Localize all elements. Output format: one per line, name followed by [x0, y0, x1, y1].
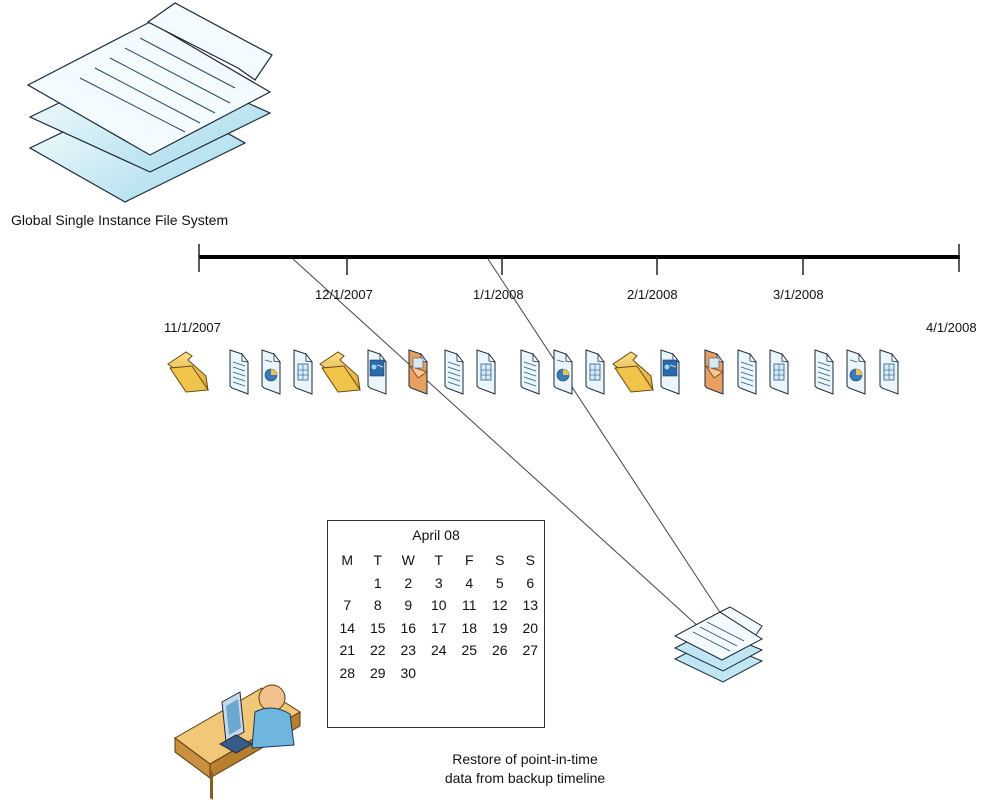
- timeline-tick-label: 3/1/2008: [773, 287, 824, 302]
- calendar-weekday: S: [495, 552, 505, 568]
- calendar-day: 19: [491, 619, 508, 636]
- calendar-day: 22: [369, 642, 386, 658]
- calendar-day: 20: [522, 619, 539, 636]
- timeline-tick-label: 11/1/2007: [164, 320, 221, 335]
- calendar-day: 9: [404, 597, 413, 613]
- user-at-desk-icon: [174, 684, 301, 800]
- presentation-icon: [660, 349, 680, 395]
- calendar-weekday: F: [464, 552, 474, 568]
- document-icon: [520, 349, 540, 395]
- calendar-weekday: T: [434, 552, 444, 568]
- calendar-day: 4: [465, 574, 474, 591]
- calendar-day: 5: [495, 574, 504, 591]
- folder-icon: [319, 351, 361, 393]
- calendar-day: 30: [400, 664, 417, 681]
- restore-caption: Restore of point-in-time data from backu…: [420, 750, 630, 788]
- spreadsheet-icon: [769, 349, 789, 395]
- calendar-day: [485, 662, 516, 685]
- chart-document-icon: [553, 349, 573, 395]
- calendar-day: 14: [339, 619, 356, 636]
- calendar-day: 15: [369, 619, 386, 636]
- caption-line: Restore of point-in-time: [452, 751, 598, 767]
- timeline: [198, 244, 960, 275]
- calendar-day: 21: [339, 642, 356, 658]
- spreadsheet-icon: [585, 349, 605, 395]
- spreadsheet-icon: [879, 349, 899, 395]
- calendar-day: [454, 662, 485, 685]
- calendar-weekday: M: [341, 552, 354, 568]
- calendar-day: 6: [526, 574, 535, 591]
- restore-connector-lines: [292, 258, 726, 629]
- calendar-day: [515, 662, 546, 685]
- calendar-day: 3: [434, 574, 443, 591]
- calendar-day: 13: [522, 597, 539, 613]
- calendar-day: 24: [430, 642, 447, 658]
- timeline-tick-label: 4/1/2008: [926, 320, 977, 335]
- calendar-weekday: W: [401, 552, 415, 568]
- calendar-day: [332, 572, 363, 595]
- calendar-day: 28: [339, 664, 356, 681]
- calendar-day: 1: [373, 574, 382, 591]
- document-icon: [229, 349, 249, 395]
- calendar-day: 2: [404, 574, 413, 591]
- calendar-day: 27: [522, 642, 539, 658]
- folder-icon: [167, 351, 209, 393]
- calendar-day: 18: [461, 619, 478, 636]
- calendar-day: 17: [430, 619, 447, 636]
- file-system-stack-icon: [26, 2, 273, 203]
- calendar-title: April 08: [412, 527, 460, 543]
- mail-icon: [704, 349, 724, 395]
- presentation-icon: [367, 349, 387, 395]
- calendar-weekday: S: [525, 552, 535, 568]
- caption-line: data from backup timeline: [444, 770, 606, 786]
- calendar-day: 26: [491, 642, 508, 658]
- timeline-tick-label: 12/1/2007: [315, 287, 373, 302]
- spreadsheet-icon: [476, 349, 496, 395]
- spreadsheet-icon: [293, 349, 313, 395]
- calendar-day: 25: [461, 642, 478, 658]
- document-icon: [814, 349, 834, 395]
- calendar-day: 11: [461, 597, 477, 613]
- calendar-day: [424, 662, 455, 685]
- chart-document-icon: [261, 349, 281, 395]
- document-icon: [444, 349, 464, 395]
- calendar-day: 29: [369, 664, 386, 681]
- timeline-tick-label: 2/1/2008: [627, 287, 678, 302]
- chart-document-icon: [846, 349, 866, 395]
- mail-icon: [408, 349, 428, 395]
- folder-icon: [612, 351, 654, 393]
- calendar-day: 12: [491, 597, 508, 613]
- timeline-tick-label: 1/1/2008: [473, 287, 524, 302]
- calendar-day: 23: [400, 642, 417, 658]
- document-icon: [737, 349, 757, 395]
- calendar-weekday: T: [373, 552, 383, 568]
- file-icon-row: [167, 349, 899, 395]
- calendar-day: 16: [400, 619, 417, 636]
- calendar-day: 7: [343, 597, 352, 613]
- file-system-label: Global Single Instance File System: [11, 212, 229, 228]
- calendar-day: 8: [373, 597, 382, 613]
- calendar-day: 10: [430, 597, 447, 613]
- restored-files-stack-icon: [673, 606, 764, 683]
